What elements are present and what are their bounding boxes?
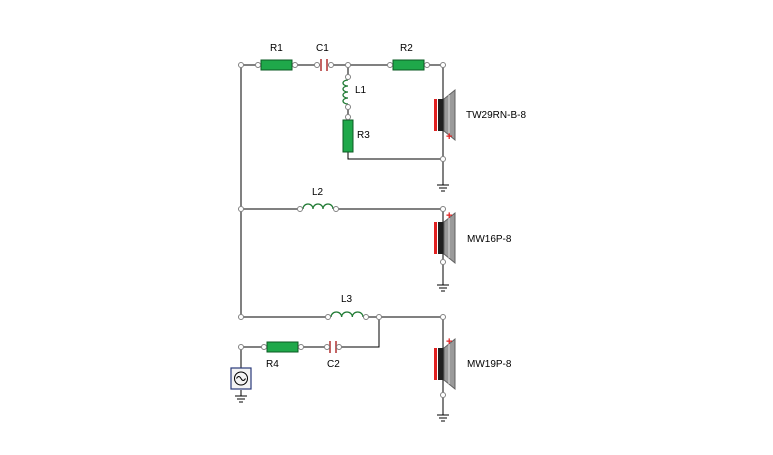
label-midwoofer-1: MW16P-8: [467, 234, 512, 245]
capacitor-c1[interactable]: [320, 59, 328, 71]
label-c1: C1: [316, 43, 329, 54]
label-r1: R1: [270, 43, 283, 54]
label-r2: R2: [400, 43, 413, 54]
label-r3: R3: [357, 130, 370, 141]
polarity-mark-midwoofer-1: +: [446, 210, 452, 222]
label-l1: L1: [355, 85, 367, 96]
inductor-l1[interactable]: [342, 79, 349, 105]
resistor-r1[interactable]: [260, 59, 293, 71]
signal-source[interactable]: [230, 367, 252, 390]
inductor-l3[interactable]: [330, 311, 364, 318]
inductor-l2[interactable]: [302, 203, 334, 210]
junction-nodes: [238, 62, 446, 398]
speaker-midwoofer-1[interactable]: [434, 211, 456, 265]
resistor-r2[interactable]: [392, 59, 425, 71]
label-tweeter: TW29RN-B-8: [466, 110, 526, 121]
ground-icon: [437, 284, 449, 292]
label-l3: L3: [341, 294, 353, 305]
label-l2: L2: [312, 187, 324, 198]
polarity-mark-tweeter: +: [446, 131, 452, 143]
ground-icon: [437, 414, 449, 422]
speaker-midwoofer-2[interactable]: [434, 337, 456, 391]
speaker-tweeter[interactable]: [434, 88, 456, 142]
label-r4: R4: [266, 359, 279, 370]
label-midwoofer-2: MW19P-8: [467, 359, 512, 370]
ground-icon: [437, 184, 449, 192]
ground-icon: [235, 395, 247, 403]
polarity-mark-midwoofer-2: +: [446, 336, 452, 348]
resistor-r4[interactable]: [266, 341, 299, 353]
label-c2: C2: [327, 359, 340, 370]
resistor-r3[interactable]: [342, 119, 354, 153]
capacitor-c2[interactable]: [329, 341, 337, 353]
